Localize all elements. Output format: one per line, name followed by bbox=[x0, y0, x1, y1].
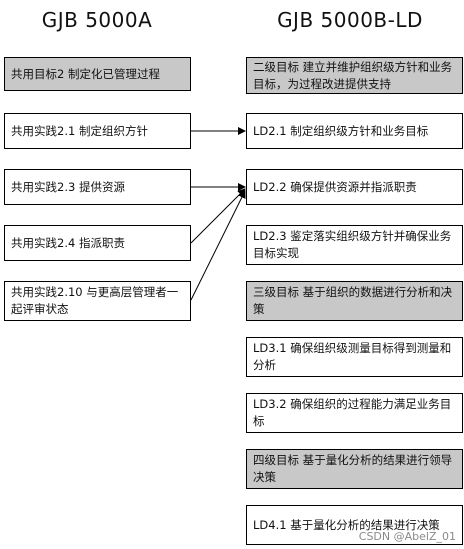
right-ld3-1: LD3.1 确保组织级测量目标得到测量和分析 bbox=[246, 337, 463, 377]
left-practice-2-10: 共用实践2.10 与更高层管理者一起评审状态 bbox=[4, 281, 191, 321]
right-level-2-goal: 二级目标 建立并维护组织级方针和业务目标，为过程改进提供支持 bbox=[246, 57, 463, 94]
left-box-label: 共用实践2.3 提供资源 bbox=[11, 179, 125, 194]
right-box-label: LD2.3 鉴定落实组织级方针并确保业务目标实现 bbox=[253, 229, 452, 260]
right-column-title: GJB 5000B-LD bbox=[277, 8, 423, 32]
left-generic-goal-2: 共用目标2 制定化已管理过程 bbox=[4, 57, 191, 91]
right-box-label: LD2.1 制定组织级方针和业务目标 bbox=[253, 123, 429, 138]
left-box-label: 共用实践2.10 与更高层管理者一起评审状态 bbox=[11, 285, 179, 316]
watermark: CSDN @AbelZ_01 bbox=[358, 530, 456, 543]
left-practice-2-1: 共用实践2.1 制定组织方针 bbox=[4, 113, 191, 149]
left-box-label: 共用实践2.4 指派职责 bbox=[11, 235, 125, 250]
left-box-label: 共用目标2 制定化已管理过程 bbox=[11, 66, 160, 81]
right-ld2-1: LD2.1 制定组织级方针和业务目标 bbox=[246, 113, 463, 149]
right-box-label: LD3.1 确保组织级测量目标得到测量和分析 bbox=[253, 341, 452, 372]
right-box-label: LD4.1 基于量化分析的结果进行决策 bbox=[253, 517, 440, 532]
arrow-2-4-to-ld2-2 bbox=[190, 188, 246, 244]
right-box-label: LD3.2 确保组织的过程能力满足业务目标 bbox=[253, 397, 452, 428]
right-ld2-3: LD2.3 鉴定落实组织级方针并确保业务目标实现 bbox=[246, 225, 463, 265]
right-level-3-goal: 三级目标 基于组织的数据进行分析和决策 bbox=[246, 281, 463, 321]
left-practice-2-4: 共用实践2.4 指派职责 bbox=[4, 225, 191, 261]
left-practice-2-3: 共用实践2.3 提供资源 bbox=[4, 169, 191, 205]
right-box-label: LD2.2 确保提供资源并指派职责 bbox=[253, 179, 417, 194]
right-ld3-2: LD3.2 确保组织的过程能力满足业务目标 bbox=[246, 393, 463, 433]
left-box-label: 共用实践2.1 制定组织方针 bbox=[11, 123, 148, 138]
right-box-label: 四级目标 基于量化分析的结果进行领导决策 bbox=[253, 453, 453, 484]
right-box-label: 三级目标 基于组织的数据进行分析和决策 bbox=[253, 285, 453, 316]
right-box-label: 二级目标 建立并维护组织级方针和业务目标，为过程改进提供支持 bbox=[253, 59, 453, 91]
right-ld2-2: LD2.2 确保提供资源并指派职责 bbox=[246, 169, 463, 205]
right-ld4-1: LD4.1 基于量化分析的结果进行决策 bbox=[246, 505, 463, 545]
arrow-2-10-to-ld2-2 bbox=[190, 190, 246, 301]
left-column-title: GJB 5000A bbox=[41, 8, 153, 32]
right-level-4-goal: 四级目标 基于量化分析的结果进行领导决策 bbox=[246, 449, 463, 489]
